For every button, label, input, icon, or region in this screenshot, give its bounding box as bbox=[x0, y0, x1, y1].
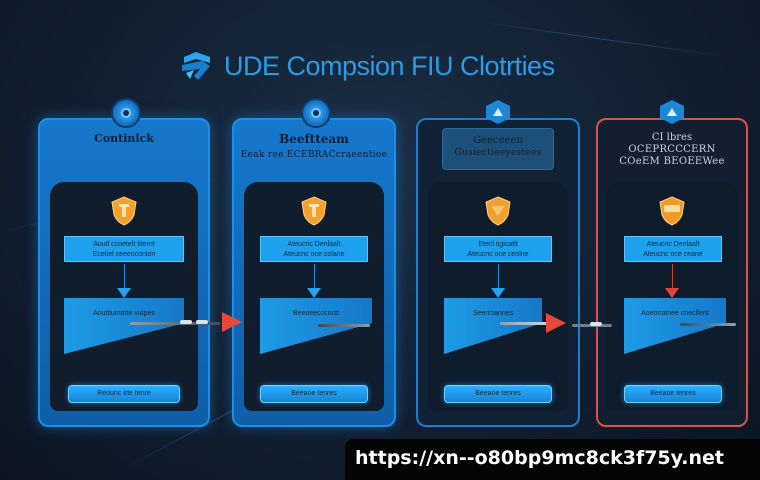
panel-header: Continlck bbox=[40, 132, 208, 145]
connector-segment bbox=[196, 320, 208, 324]
right-arrow-icon bbox=[546, 313, 566, 333]
panel-header-line: OCEPRCCCERN bbox=[628, 144, 716, 155]
info-field-line: Ecetiel ceeeoconion bbox=[92, 251, 156, 258]
info-field: Aoutl ccoetelt titernt Ecetiel ceeeoconi… bbox=[64, 236, 184, 262]
shield-icon bbox=[485, 196, 511, 226]
down-arrow-icon bbox=[117, 288, 131, 298]
action-button[interactable]: Reounc irte tenre bbox=[68, 385, 180, 403]
pin-icon bbox=[301, 98, 331, 128]
shield-icon bbox=[301, 196, 327, 226]
action-button[interactable]: Beeaoe tenres bbox=[624, 385, 722, 403]
pin-icon bbox=[111, 98, 141, 128]
panel-header-line: Gusiectieeyestees bbox=[454, 148, 542, 158]
info-field: Ateucnc Denlaalt Ateucnc oce colane bbox=[260, 236, 368, 262]
panel-header: CI lbres OCEPRCCCERN COeEM BEOEEWee bbox=[598, 132, 746, 167]
gear-icon bbox=[486, 100, 510, 124]
panel-header: Geeceeen Gusiectieeyestees bbox=[442, 128, 554, 170]
panel-header-line: COeEM BEOEEWee bbox=[619, 156, 725, 167]
flow-panel-3[interactable]: Geeceeen Gusiectieeyestees Etecl tigicat… bbox=[416, 100, 580, 427]
flow-panel-2[interactable]: Beeftteam Eeak ree ECEBRACcraeentioe Ate… bbox=[232, 98, 396, 427]
info-field-line: Ateucnc Denlaalt bbox=[287, 241, 341, 248]
panel-header-text: Geeceeen Gusiectieeyestees bbox=[443, 135, 553, 158]
page-title: UDE Compsion FIU Clotrties bbox=[224, 50, 555, 81]
down-arrow-icon bbox=[307, 288, 321, 298]
panel-header-line: Beeftteam bbox=[279, 132, 349, 146]
panel-header-line: CI lbres bbox=[651, 132, 693, 143]
connector-line bbox=[672, 264, 673, 290]
connector-segment bbox=[180, 320, 192, 324]
stacked-arrow-logo-icon bbox=[182, 52, 210, 80]
title-row: UDE Compsion FIU Clotrties bbox=[180, 46, 555, 86]
flow-panel-4[interactable]: CI lbres OCEPRCCCERN COeEM BEOEEWee Ateu… bbox=[596, 100, 748, 427]
panel-connector bbox=[500, 322, 548, 325]
panel-header-line: Continlck bbox=[94, 132, 154, 145]
shield-icon bbox=[659, 196, 685, 226]
right-arrow-icon bbox=[222, 312, 242, 332]
info-field-line: Ateucnc oce ceolne bbox=[467, 251, 529, 258]
info-field: Etecl tigicatit Ateucnc oce ceolne bbox=[444, 236, 552, 262]
connector-segment bbox=[590, 322, 602, 326]
connector-line bbox=[124, 264, 125, 290]
panel-connector bbox=[130, 322, 220, 325]
panel-connector bbox=[318, 324, 370, 327]
down-arrow-icon bbox=[665, 288, 679, 298]
watermark-banner: https://xn--o80bp9mc8ck3f75y.net bbox=[345, 439, 760, 480]
shield-icon bbox=[111, 196, 137, 226]
warning-icon bbox=[660, 100, 684, 124]
info-field-line: Ateucnc oce ceane bbox=[643, 251, 703, 258]
connector-line bbox=[498, 264, 499, 290]
connector-line bbox=[314, 264, 315, 290]
action-button[interactable]: Beeaoe tenres bbox=[444, 385, 552, 403]
funnel-label: Aouttiumatte vutpes bbox=[93, 310, 155, 317]
flow-panel-1[interactable]: Continlck Aoutl ccoetelt titernt Ecetiel… bbox=[38, 98, 210, 427]
funnel-label: Beeoeecccnctt bbox=[293, 310, 339, 317]
info-field-line: Ateucnc Denlaalt bbox=[646, 241, 700, 248]
panel-header-line: Geeceeen bbox=[473, 135, 523, 146]
info-field-line: Ateucnc oce colane bbox=[283, 251, 345, 258]
down-arrow-icon bbox=[491, 288, 505, 298]
panel-header: Beeftteam Eeak ree ECEBRACcraeentioe bbox=[234, 132, 394, 160]
action-button[interactable]: Beeaoe tenres bbox=[260, 385, 368, 403]
watermark-url: https://xn--o80bp9mc8ck3f75y.net bbox=[355, 447, 725, 469]
info-field-line: Aoutl ccoetelt titernt bbox=[93, 241, 155, 248]
info-field: Ateucnc Denlaalt Ateucnc oce ceane bbox=[624, 236, 722, 262]
funnel-label: Seerroannes bbox=[472, 310, 514, 317]
info-field-line: Etecl tigicatit bbox=[478, 241, 518, 248]
panel-header-line: Eeak ree ECEBRACcraeentioe bbox=[240, 150, 388, 160]
panel-connector bbox=[680, 323, 736, 326]
funnel-label: Aoetrcotnee cneclfent bbox=[641, 310, 709, 317]
